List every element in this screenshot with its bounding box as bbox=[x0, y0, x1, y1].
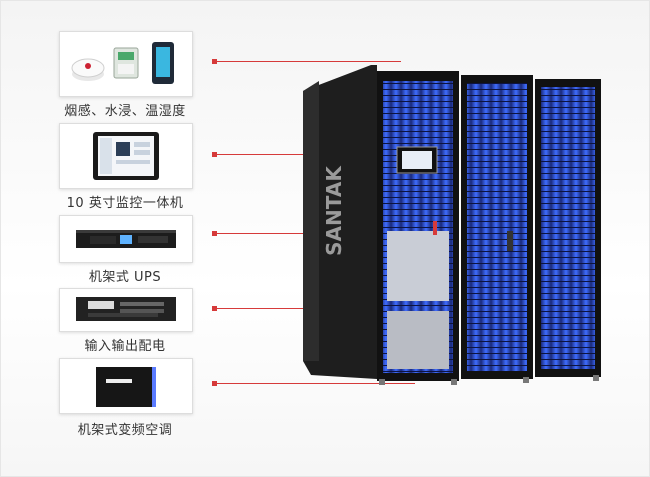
leader-dot bbox=[212, 381, 217, 386]
component-label: 烟感、水浸、温湿度 bbox=[64, 104, 186, 119]
component-label: 10 英寸监控一体机 bbox=[66, 196, 184, 211]
sensors-tile bbox=[59, 31, 193, 97]
sensor-devices-icon bbox=[71, 42, 174, 84]
leader-dot bbox=[212, 306, 217, 311]
rack-air-conditioner-icon bbox=[96, 367, 156, 407]
leader-dot bbox=[212, 231, 217, 236]
leader-dot bbox=[212, 59, 217, 64]
ups-tile bbox=[59, 215, 193, 263]
server-cabinet-image: SANTAK bbox=[303, 65, 601, 385]
leader-line bbox=[215, 61, 401, 62]
leader-dot bbox=[212, 152, 217, 157]
brand-logo: SANTAK bbox=[322, 165, 346, 256]
power-distribution-icon bbox=[76, 297, 176, 321]
touch-monitor-icon bbox=[93, 132, 159, 180]
distribution-tile bbox=[59, 288, 193, 332]
monitor-tile bbox=[59, 123, 193, 189]
component-label: 输入输出配电 bbox=[84, 339, 166, 354]
leader-line bbox=[215, 383, 415, 384]
rack-ups-icon bbox=[76, 230, 176, 248]
component-label: 机架式 UPS bbox=[88, 270, 162, 285]
component-label: 机架式变频空调 bbox=[77, 423, 173, 438]
air-conditioner-tile bbox=[59, 358, 193, 414]
